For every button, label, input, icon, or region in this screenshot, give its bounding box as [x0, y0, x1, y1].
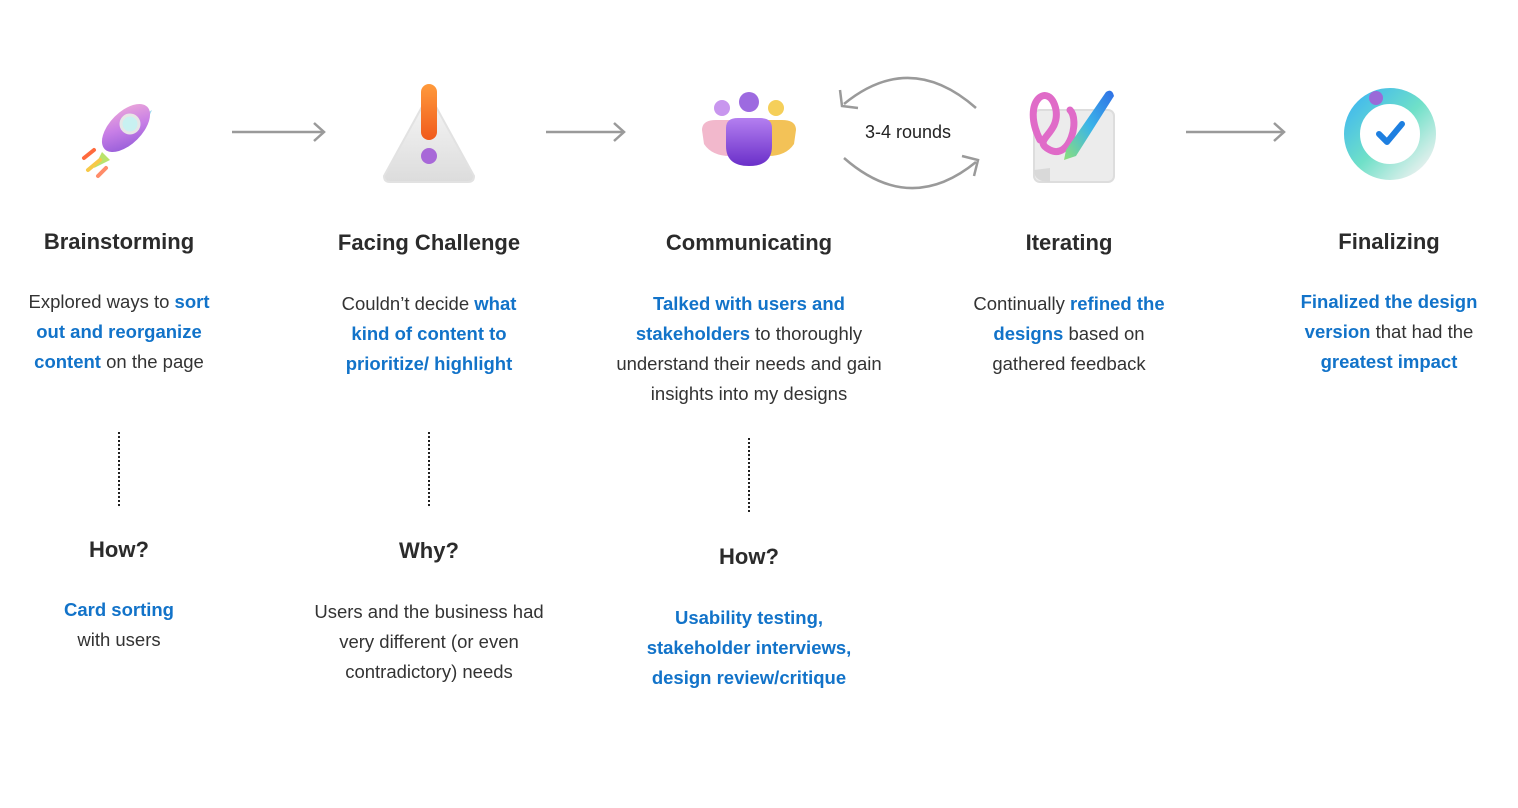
desc-highlight: Finalized the design version — [1300, 291, 1478, 342]
arrow-right-icon — [546, 122, 626, 142]
sub-desc-facing-challenge: Users and the business had very differen… — [304, 597, 554, 687]
dotted-connector — [118, 432, 120, 506]
desc-text: Users and the business had very differen… — [314, 601, 544, 682]
check-progress-icon — [1344, 88, 1436, 180]
arrow-right-icon — [232, 122, 326, 142]
desc-highlight: greatest impact — [1320, 351, 1458, 372]
desc-text: based on gathered feedback — [992, 323, 1146, 374]
warning-icon — [382, 84, 476, 183]
step-title-communicating: Communicating — [665, 230, 833, 255]
arrow-right-icon — [1186, 122, 1286, 142]
step-title-brainstorming: Brainstorming — [43, 229, 195, 254]
desc-text: Continually — [973, 293, 1071, 314]
sub-desc-brainstorming: Card sorting with users — [44, 595, 194, 655]
desc-highlight: sort out and reorganize content — [34, 291, 210, 372]
dotted-connector — [748, 438, 750, 512]
desc-text: to thoroughly understand their needs and… — [616, 323, 882, 404]
step-desc-finalizing: Finalized the design version that had th… — [1284, 287, 1494, 377]
step-title-iterating: Iterating — [1025, 230, 1113, 255]
desc-text: with users — [77, 629, 161, 650]
sub-title-brainstorming: How? — [89, 537, 149, 562]
desc-highlight: Card sorting — [64, 599, 174, 620]
cycle-arrows-icon — [838, 76, 980, 190]
step-desc-brainstorming: Explored ways to sort out and reorganize… — [14, 287, 224, 377]
step-desc-facing-challenge: Couldn’t decide what kind of content to … — [324, 289, 534, 379]
desc-text: that had the — [1370, 321, 1474, 342]
sub-title-communicating: How? — [719, 544, 779, 569]
desc-highlight: Talked with users and stakeholders — [635, 293, 845, 344]
cycle-label: 3-4 rounds — [864, 122, 952, 142]
desc-text: Explored ways to — [28, 291, 175, 312]
sub-desc-communicating: Usability testing, stakeholder interview… — [629, 603, 869, 693]
dotted-connector — [428, 432, 430, 506]
desc-text: Couldn’t decide — [341, 293, 475, 314]
desc-highlight: refined the designs — [993, 293, 1165, 344]
desc-text: on the page — [100, 351, 204, 372]
step-title-finalizing: Finalizing — [1338, 229, 1440, 254]
step-desc-iterating: Continually refined the designs based on… — [959, 289, 1179, 379]
step-title-facing-challenge: Facing Challenge — [337, 230, 521, 255]
pen-paper-icon — [1029, 90, 1115, 183]
desc-highlight: Usability testing, stakeholder interview… — [646, 607, 852, 688]
people-icon — [702, 92, 796, 166]
sub-title-facing-challenge: Why? — [399, 538, 459, 563]
desc-highlight: what kind of content to prioritize/ high… — [345, 293, 517, 374]
rocket-icon — [82, 103, 152, 178]
step-desc-communicating: Talked with users and stakeholders to th… — [614, 289, 884, 409]
